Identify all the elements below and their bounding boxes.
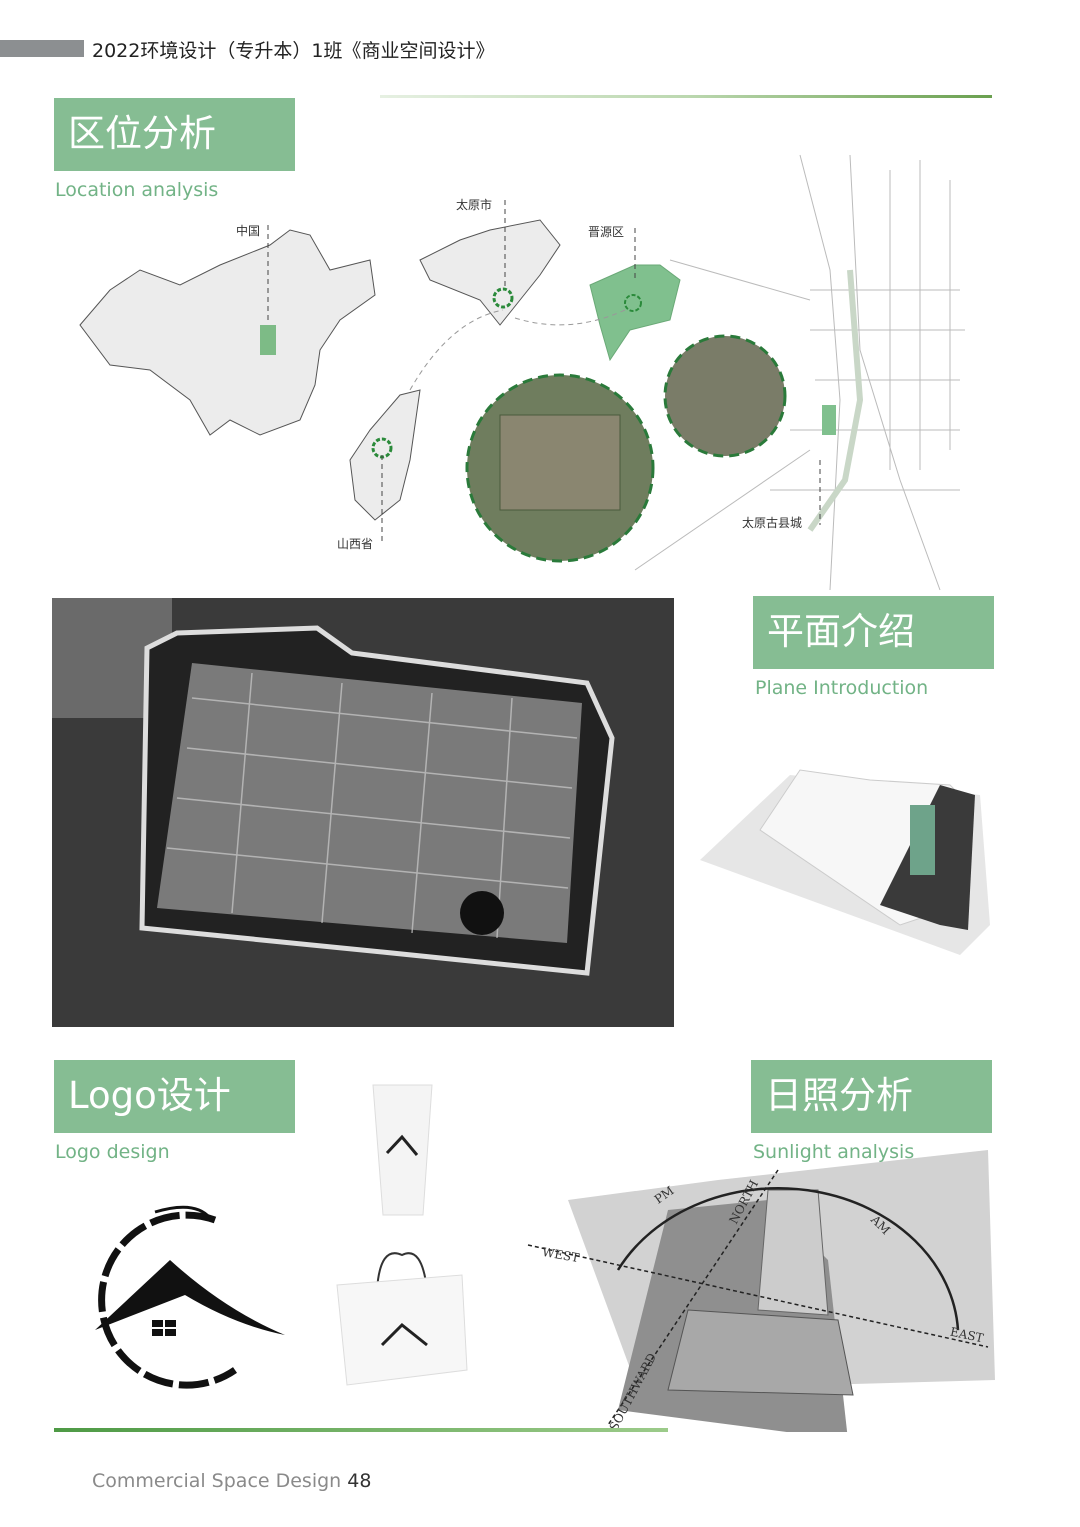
label-shanxi: 山西省 bbox=[337, 537, 374, 551]
sunlight-title: 日照分析 bbox=[751, 1060, 992, 1133]
label-jinyuan: 晋源区 bbox=[588, 225, 625, 239]
divider-top bbox=[380, 95, 992, 98]
location-subtitle: Location analysis bbox=[55, 179, 219, 201]
3d-model-image bbox=[700, 769, 990, 955]
plane-subtitle: Plane Introduction bbox=[755, 677, 929, 699]
logo-title: Logo设计 bbox=[54, 1060, 295, 1133]
shanxi-highlight bbox=[260, 325, 276, 355]
footer: Commercial Space Design 48 bbox=[92, 1470, 371, 1492]
label-old-town: 太原古县城 bbox=[742, 516, 803, 530]
divider-bottom bbox=[54, 1428, 668, 1432]
logo-subtitle: Logo design bbox=[55, 1141, 170, 1163]
page-number: 48 bbox=[347, 1470, 372, 1492]
label-taiyuan: 太原市 bbox=[456, 198, 493, 212]
bag-mockup bbox=[336, 1252, 468, 1386]
footer-text: Commercial Space Design bbox=[92, 1470, 342, 1492]
plane-title: 平面介绍 bbox=[753, 596, 994, 669]
location-title: 区位分析 bbox=[54, 98, 295, 171]
jinyuan-map bbox=[589, 264, 681, 362]
header-bar bbox=[0, 40, 84, 57]
shanxi-map bbox=[349, 389, 421, 521]
aerial-circle-small bbox=[663, 334, 787, 458]
header-title: 2022环境设计（专升本）1班《商业空间设计》 bbox=[92, 40, 495, 62]
label-china: 中国 bbox=[236, 224, 261, 238]
logo-image bbox=[95, 1205, 285, 1389]
taiyuan-map bbox=[419, 219, 561, 326]
aerial-photo bbox=[52, 598, 674, 1027]
china-map bbox=[79, 229, 376, 436]
cup-mockup bbox=[372, 1084, 433, 1216]
sunlight-subtitle: Sunlight analysis bbox=[753, 1141, 915, 1163]
sunlight-diagram bbox=[527, 1150, 995, 1432]
location-map bbox=[79, 154, 965, 591]
